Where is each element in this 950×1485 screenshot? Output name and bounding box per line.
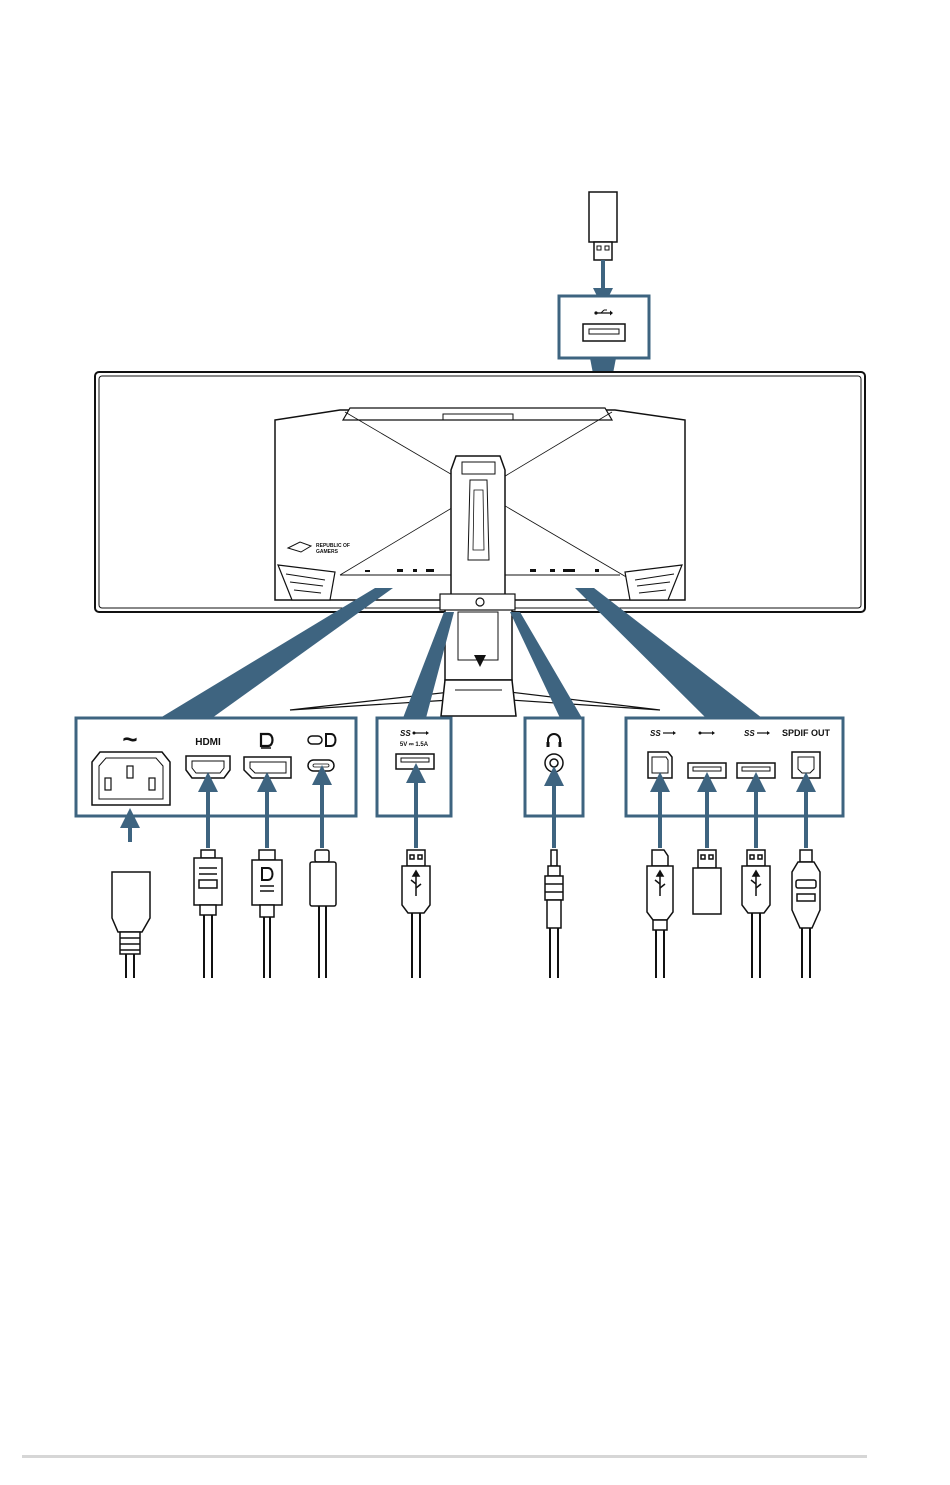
headphone-jack: [545, 754, 563, 772]
ac-power-port: [92, 752, 170, 805]
usb-a-cable-right: [742, 850, 770, 978]
displayport-port: [244, 757, 291, 778]
svg-text:SS: SS: [650, 729, 661, 738]
hdmi-label: HDMI: [195, 737, 221, 748]
usb-dongle-right: [693, 850, 721, 914]
svg-text:SS: SS: [744, 729, 755, 738]
hdmi-cable: [194, 850, 222, 978]
usb-c-cable: [310, 850, 336, 978]
spdif-port: [792, 752, 820, 778]
left-io-panel: ~ HDMI: [76, 718, 356, 816]
spdif-label: SPDIF OUT: [782, 728, 831, 738]
monitor-rear: REPUBLIC OF GAMERS: [95, 372, 865, 716]
headphone-cable: [545, 850, 563, 978]
displayport-cable: [252, 850, 282, 978]
footer-rule: [22, 1455, 867, 1458]
tilde-icon: ~: [122, 724, 137, 754]
svg-text:GAMERS: GAMERS: [316, 549, 339, 555]
usb-c-port: [308, 760, 334, 771]
usb-b-cable: [647, 850, 673, 978]
usb-a-cable-center: [402, 850, 430, 978]
usb-dongle: [589, 192, 617, 260]
usb-power-label: 5V ⎓ 1.5A: [400, 742, 429, 748]
power-cable: [112, 872, 150, 978]
hdmi-port: [186, 756, 230, 778]
spdif-cable: [792, 850, 820, 978]
top-usb-panel: [559, 296, 649, 358]
svg-text:SS: SS: [400, 729, 411, 738]
usb-b-port: [648, 752, 672, 778]
